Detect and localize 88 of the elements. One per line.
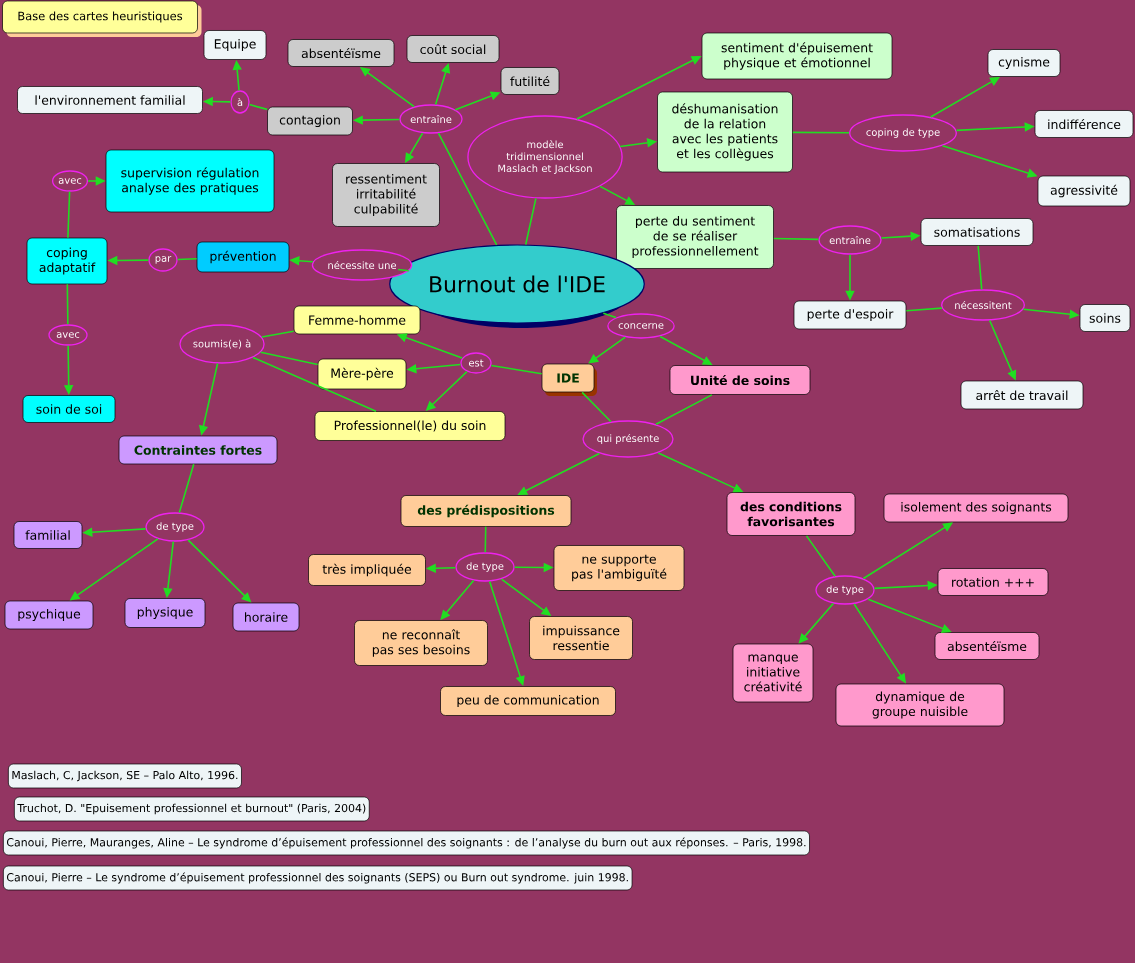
concept-box: ne reconnaît pas ses besoins	[354, 620, 488, 666]
concept-box: soins	[1079, 304, 1131, 332]
connector-line	[176, 257, 198, 261]
arrow	[862, 522, 953, 580]
connector-line	[524, 197, 537, 246]
linking-phrase: entraîne	[399, 104, 463, 134]
linking-phrase: concerne	[607, 313, 675, 339]
concept-box: physique	[124, 598, 206, 628]
linking-phrase: entraîne	[818, 225, 882, 255]
concept-box: ressentiment irritabilité culpabilité	[332, 163, 440, 227]
concept-box: IDE	[541, 363, 597, 396]
connector-line	[67, 190, 71, 239]
concept-box: isolement des soignants	[883, 493, 1069, 523]
concept-box: manque initiative créativité	[732, 643, 814, 703]
connector-line	[773, 237, 820, 241]
connector-line	[905, 307, 943, 312]
title-box: Base des cartes heuristiques	[2, 0, 202, 37]
concept-box: psychique	[4, 600, 94, 630]
concept-box: soin de soi	[22, 395, 116, 423]
linking-phrase: à	[230, 90, 250, 114]
connector-line	[248, 103, 268, 111]
linking-phrase: soumis(e) à	[179, 324, 265, 364]
connector-line	[259, 351, 319, 366]
concept-box: rotation +++	[937, 568, 1049, 596]
concept-box: coût social	[406, 35, 500, 63]
concept-box: Femme-homme	[293, 305, 421, 335]
connector-line	[805, 535, 836, 577]
connector-line	[655, 394, 713, 426]
linking-phrase: avec	[51, 170, 89, 192]
connector-line	[792, 131, 850, 134]
concept-box: Contraintes fortes	[118, 435, 278, 465]
concept-box: Mère-père	[317, 358, 407, 390]
connector-line	[66, 283, 69, 326]
concept-box: Unité de soins	[669, 365, 811, 395]
concept-box: futilité	[500, 67, 560, 95]
connector-line	[484, 526, 487, 554]
linking-phrase: de type	[145, 512, 205, 542]
concept-box: l'environnement familial	[17, 86, 203, 114]
linking-phrase: qui présente	[582, 420, 674, 458]
concept-box: absentéïsme	[287, 39, 395, 67]
concept-box: perte du sentiment de se réaliser professionnellement	[616, 205, 774, 269]
connector-line	[261, 330, 295, 338]
concept-box: dynamique de groupe nuisible	[835, 683, 1005, 727]
concept-box: des prédispositions	[400, 495, 572, 527]
concept-box: prévention	[196, 241, 290, 273]
concept-box: horaire	[232, 602, 300, 632]
concept-box: contagion	[267, 106, 353, 136]
reference-box: Truchot, D. "Epuisement professionnel et burnout" (Paris, 2004)	[14, 796, 370, 822]
linking-phrase: de type	[455, 552, 515, 582]
linking-phrase: nécessitent	[941, 289, 1025, 321]
reference-box: Maslach, C, Jackson, SE – Palo Alto, 1996.	[8, 763, 242, 789]
linking-phrase: est	[460, 352, 492, 374]
connector-line	[397, 268, 410, 272]
connector-line	[437, 132, 498, 246]
linking-phrase: nécessite une	[311, 249, 413, 281]
concept-box: Professionnel(le) du soin	[314, 411, 506, 441]
connector-line	[602, 312, 617, 319]
concept-box: supervision régulation analyse des pratiques	[105, 149, 275, 213]
reference-box: Canoui, Pierre, Mauranges, Aline – Le syndrome d’épuisement professionnel des soignants : de l’analyse du burn out aux réponses. – Paris, 1998.	[3, 830, 810, 856]
connector-line	[581, 391, 612, 423]
concept-box: sentiment d'épuisement physique et émotionnel	[701, 32, 893, 80]
connector-line	[977, 245, 983, 291]
concept-box: déshumanisation de la relation avec les patients et les collègues	[657, 91, 793, 173]
linking-phrase: modèle tridimensionnel Maslach et Jackson	[467, 115, 623, 199]
concept-box: absentéïsme	[934, 632, 1040, 660]
linking-phrase: de type	[815, 575, 875, 605]
concept-box: coping adaptatif	[26, 237, 108, 285]
linking-phrase: par	[148, 248, 178, 272]
concept-box: très impliquée	[308, 554, 426, 586]
connector-line	[252, 356, 377, 412]
linking-phrase: avec	[48, 324, 88, 346]
connector-line	[178, 463, 195, 514]
connector-line	[490, 364, 543, 375]
concept-box: familial	[13, 521, 83, 549]
concept-box: Equipe	[203, 30, 267, 60]
arrow	[588, 336, 627, 364]
concept-box: agressivité	[1037, 175, 1131, 207]
linking-phrase: coping de type	[849, 114, 957, 152]
concept-box: perte d'espoir	[793, 300, 907, 330]
reference-box: Canoui, Pierre – Le syndrome d’épuisement professionnel des soignants (SEPS) ou Burn out syndrome. juin 1998.	[3, 865, 633, 891]
concept-box: impuissance ressentie	[529, 616, 633, 660]
concept-box: indifférence	[1034, 110, 1134, 138]
concept-box: somatisations	[920, 218, 1034, 246]
concept-box: des conditions favorisantes	[726, 492, 856, 536]
concept-box: arrêt de travail	[960, 380, 1084, 410]
concept-box: peu de communication	[440, 686, 616, 716]
concept-box: cynisme	[987, 49, 1061, 77]
concept-box: ne supporte pas l'ambiguïté	[553, 545, 685, 591]
